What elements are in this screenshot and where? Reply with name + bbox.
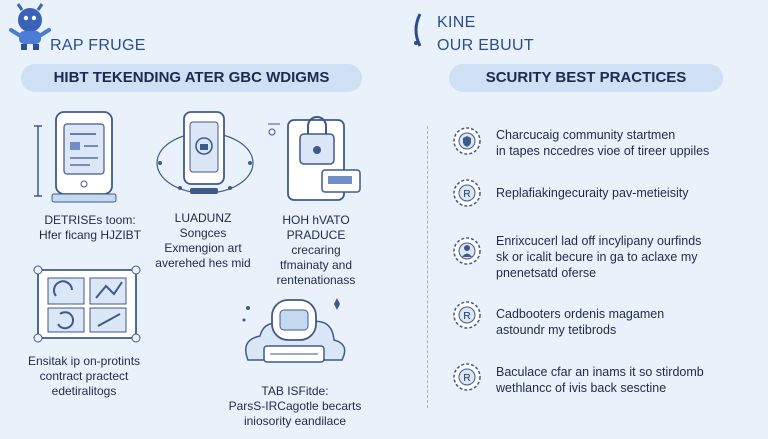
padlock-caption-4: tfmainaty and [279, 258, 353, 272]
phone-lock-icon [150, 108, 260, 208]
timeline-line [427, 126, 428, 408]
cloud-caption-3: iniosority eandilace [243, 414, 347, 428]
chart-caption-1: Ensitak ip on-protints [27, 354, 141, 368]
cloud-caption-2: ParsS-IRCagotle becarts [228, 399, 362, 413]
practice-4-line-2: astoundr my tetibrods [496, 323, 617, 337]
r-badge-icon: R [452, 178, 482, 208]
chart-caption-3: edetiralitogs [51, 384, 117, 398]
gear-shield-icon [452, 126, 482, 156]
padlock-caption-1: HOH hVATO [282, 213, 350, 227]
padlock-caption-5: rentenationass [276, 273, 356, 287]
brand-right-line2: OUR EBUUT [437, 37, 534, 54]
practice-2-line-1: Replafiakingecuraity pav-metieisity [496, 186, 689, 200]
svg-text:R: R [463, 311, 470, 322]
svg-text:R: R [463, 373, 470, 384]
practice-1-line-1: Charcucaig community startmen [496, 128, 676, 142]
chart-grid-icon [32, 265, 141, 343]
logo [8, 3, 52, 50]
padlock-caption-2: PRADUCE [286, 228, 346, 242]
phone-caption-1: LUADUNZ [174, 211, 232, 225]
tablet-icon [34, 110, 140, 206]
phone-caption-3: Exmengion art [164, 241, 242, 255]
practice-5-line-2: wethlancc of ivis back sesctine [496, 381, 667, 395]
r-gear-icon: R [452, 362, 482, 392]
phone-caption-4: averehed hes mid [155, 256, 251, 270]
practice-1-line-2: in tapes nccedres vioe of tireer uppiles [496, 144, 710, 158]
practice-3-line-3: pnenetsatd oferse [496, 266, 597, 280]
cloud-laptop-icon [234, 290, 354, 376]
practice-5-line-1: Baculace cfar an inams it so stirdomb [496, 365, 704, 379]
left-section-title: HIBT TEKENDING ATER GBC WDIGMS [21, 64, 362, 92]
tablet-caption-2: Hfer ficang HJZIBT [38, 228, 142, 242]
brand-right-mark [410, 12, 424, 48]
r-gear-icon: R [452, 300, 482, 330]
chart-caption-2: contract practect [39, 369, 129, 383]
person-gear-icon [452, 236, 482, 266]
brand-left: RAP FRUGE [50, 37, 146, 54]
tablet-caption-1: DETRISEs toom: [44, 213, 136, 227]
practice-4-line-1: Cadbooters ordenis magamen [496, 307, 665, 321]
svg-text:R: R [463, 189, 470, 200]
cloud-caption-1: TAB ISFitde: [261, 384, 329, 398]
practice-3-line-1: Enrixcucerl lad off incylipany ourfinds [496, 234, 702, 248]
padlock-document-icon [266, 110, 366, 210]
practice-3-line-2: sk or icalit becure in ga to aclaxe my [496, 250, 698, 264]
brand-right-line1: KINE [437, 14, 476, 31]
right-section-title: SCURITY BEST PRACTICES [449, 64, 723, 92]
mascot-icon [9, 3, 51, 50]
phone-caption-2: Songces [179, 226, 227, 240]
padlock-caption-3: crecaring [291, 243, 341, 257]
